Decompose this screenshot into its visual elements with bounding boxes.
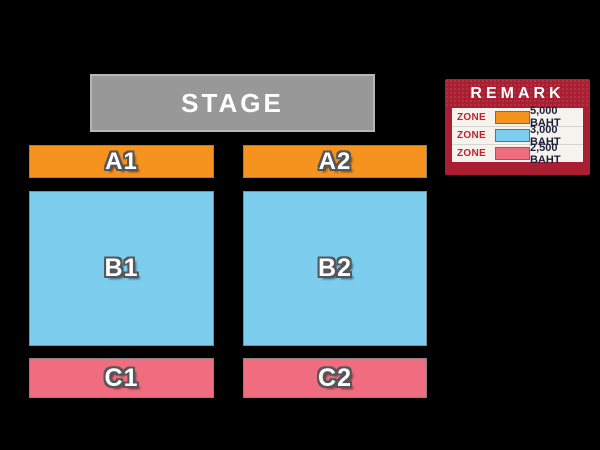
zone-a-color-swatch	[494, 110, 530, 124]
legend-row: ZONE 2,500 BAHT	[452, 142, 583, 166]
remark-legend: REMARK ZONE 5,000 BAHT ZONE 3,000 BAHT Z…	[445, 79, 590, 175]
legend-zone-label: ZONE	[457, 130, 486, 141]
zone-c-color-swatch	[494, 147, 530, 160]
zone-c1-label: C1	[104, 363, 139, 392]
legend-zone-label: ZONE	[457, 148, 486, 159]
legend-zone-label: ZONE	[457, 111, 486, 123]
zone-b-price: 3,000 BAHT	[529, 123, 561, 148]
zone-b1[interactable]: B1	[29, 191, 214, 346]
zone-a-price: 5,000 BAHT	[529, 105, 561, 129]
legend-row: ZONE 5,000 BAHT	[452, 105, 583, 129]
zone-c2[interactable]: C2	[243, 358, 427, 398]
zone-c-price: 2,500 BAHT	[529, 141, 561, 166]
zone-c1[interactable]: C1	[29, 358, 214, 398]
zone-b2[interactable]: B2	[243, 191, 427, 346]
zone-a2-label: A2	[318, 147, 352, 175]
stage-block: STAGE	[90, 74, 375, 132]
legend-body: ZONE 5,000 BAHT ZONE 3,000 BAHT ZONE 2,5…	[452, 105, 583, 166]
zone-a1[interactable]: A1	[29, 145, 214, 178]
legend-title: REMARK	[445, 79, 590, 108]
zone-b1-label: B1	[104, 254, 139, 282]
stage-label: STAGE	[181, 87, 284, 118]
legend-row: ZONE 3,000 BAHT	[452, 124, 583, 148]
zone-a2[interactable]: A2	[243, 145, 427, 178]
zone-c2-label: C2	[318, 363, 352, 392]
zone-b2-label: B2	[318, 254, 352, 282]
zone-b-color-swatch	[494, 129, 530, 142]
zone-a1-label: A1	[105, 147, 138, 175]
